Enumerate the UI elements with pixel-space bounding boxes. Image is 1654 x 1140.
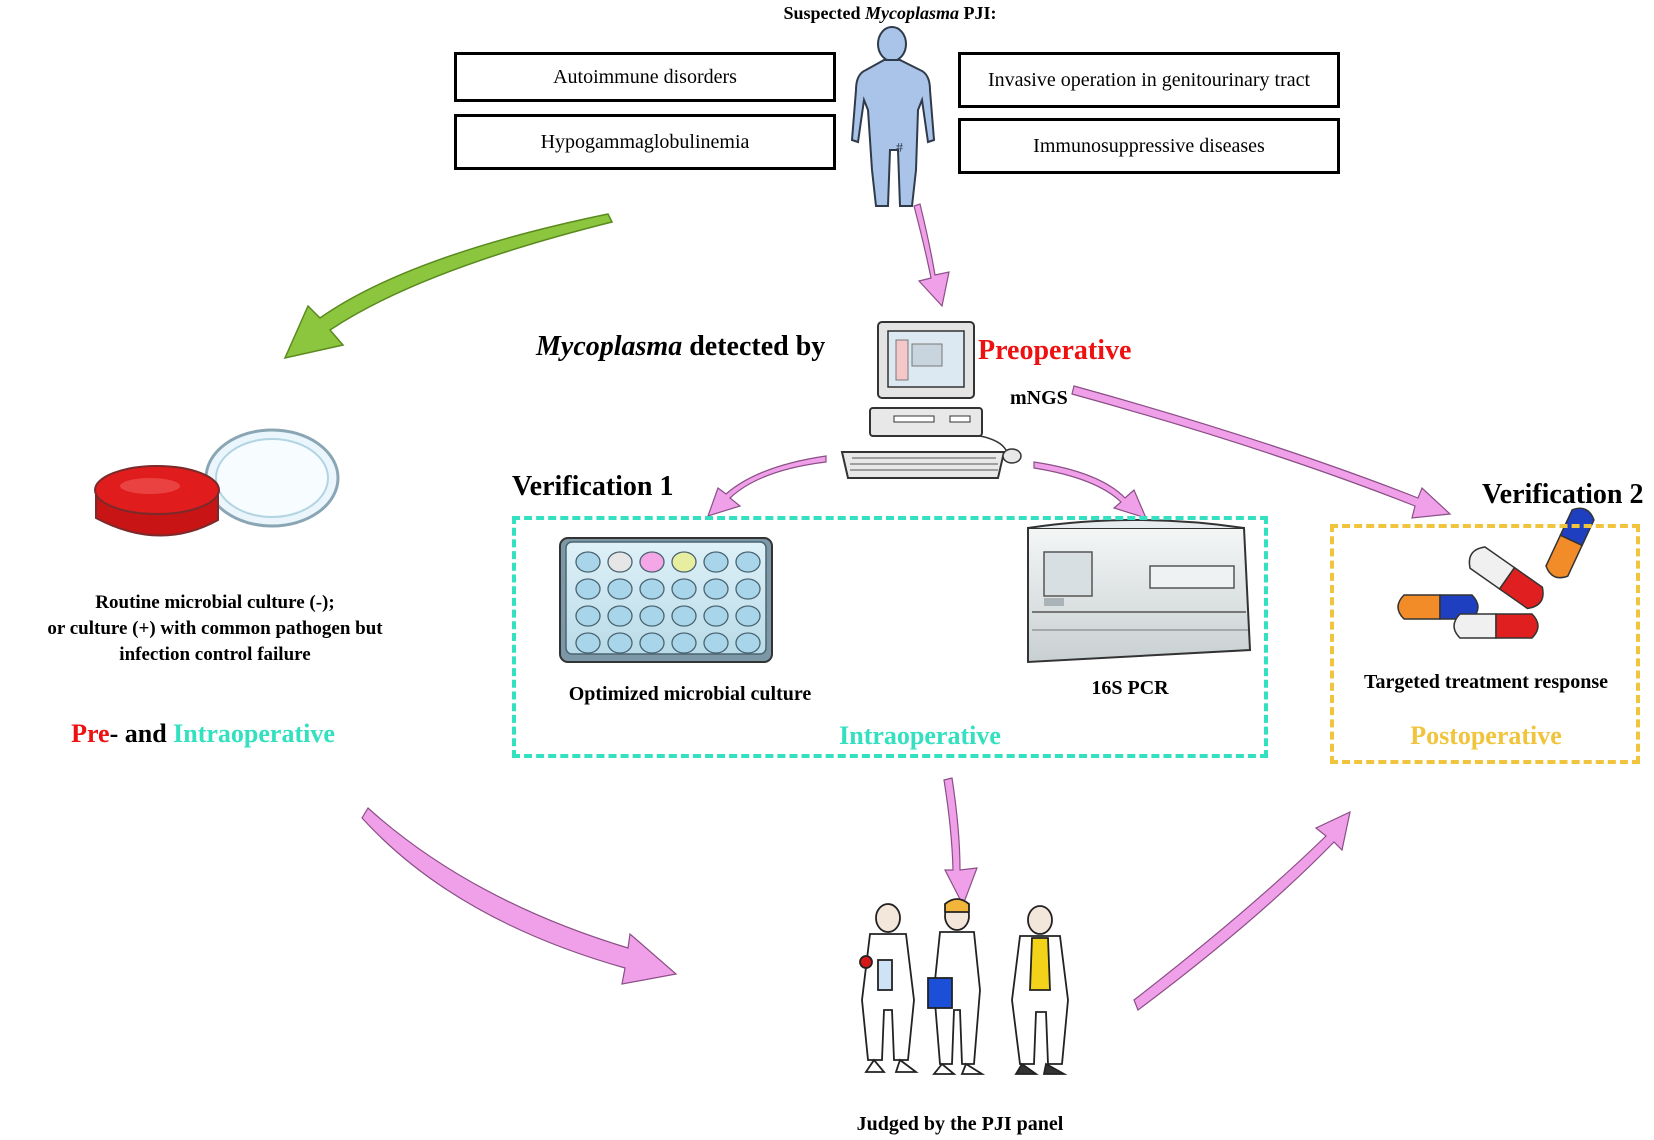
verification2-title: Verification 2 [1482,479,1644,510]
arrow-verification1-to-panel [943,777,978,907]
preoperative-label: Preoperative [978,335,1132,366]
stage-intra: Intraoperative [173,719,335,748]
well [735,605,761,627]
well [671,605,697,627]
arrow-routine-to-panel [361,807,678,985]
pji-panel-label: Judged by the PJI panel [856,1113,1064,1135]
routine-line-2: or culture (+) with common pathogen but [47,618,383,639]
page-title: Suspected Mycoplasma PJI: [700,2,1080,24]
well [607,632,633,654]
well [671,578,697,600]
detection-title: Mycoplasma detected by [536,330,825,364]
title-prefix: Suspected [783,3,865,23]
mngs-label: mNGS [1010,387,1068,409]
well [703,605,729,627]
pcr-machine-icon [1027,519,1252,664]
intraoperative-label: Intraoperative [839,721,1001,750]
well [575,578,601,600]
routine-line-1: Routine microbial culture (-); [95,592,335,613]
risk-label: Autoimmune disorders [553,66,737,88]
verification1-title: Verification 1 [512,471,674,502]
routine-culture-text: Routine microbial culture (-); or cultur… [0,590,430,668]
arrow-mngs-to-verification2 [1071,385,1452,519]
well [639,551,665,573]
culture-label: Optimized microbial culture [568,683,812,705]
title-suffix: PJI: [959,3,997,23]
postoperative-label: Postoperative [1410,721,1562,750]
risk-box-immunosuppressive: Immunosuppressive diseases [958,118,1340,174]
risk-box-autoimmune: Autoimmune disorders [454,52,836,102]
treatment-response-label: Targeted treatment response [1363,671,1609,693]
risk-label: Immunosuppressive diseases [1033,135,1265,157]
computer-icon [840,321,1022,479]
pcr-label: 16S PCR [1091,677,1169,699]
well [575,605,601,627]
well [607,605,633,627]
well [735,551,761,573]
risk-box-invasive-operation: Invasive operation in genitourinary trac… [958,52,1340,108]
well [735,632,761,654]
well [575,632,601,654]
risk-label: Invasive operation in genitourinary trac… [987,69,1311,91]
well [639,605,665,627]
well [575,551,601,573]
human-figure-icon: # [850,26,936,207]
green-arrow [283,213,614,360]
well [607,551,633,573]
verification1-box [512,516,1268,758]
risk-label: Hypogammaglobulinemia [540,131,750,153]
well [607,578,633,600]
doctors-icon [859,898,1069,1075]
routine-line-3: infection control failure [119,644,311,665]
detection-suffix: detected by [682,331,826,362]
pre-intra-stage-label: Pre- and Intraoperative [0,718,406,750]
stage-pre: Pre [71,719,110,748]
title-italic: Mycoplasma [865,3,959,23]
well [735,578,761,600]
stage-and: - and [109,719,174,748]
detection-italic: Mycoplasma [536,331,683,362]
petri-dish-icon [94,428,340,537]
well [703,632,729,654]
pills-icon [1397,507,1595,639]
well [703,551,729,573]
verification2-box [1330,524,1640,764]
risk-box-hypogammaglobulinemia: Hypogammaglobulinemia [454,114,836,170]
well [639,578,665,600]
well [639,632,665,654]
well [703,578,729,600]
arrow-panel-to-verification2 [1133,810,1351,1011]
svg-text:#: # [896,141,903,156]
well [671,632,697,654]
arrow-computer-to-culture [707,455,827,517]
arrow-human-to-computer [913,203,950,308]
well [671,551,697,573]
